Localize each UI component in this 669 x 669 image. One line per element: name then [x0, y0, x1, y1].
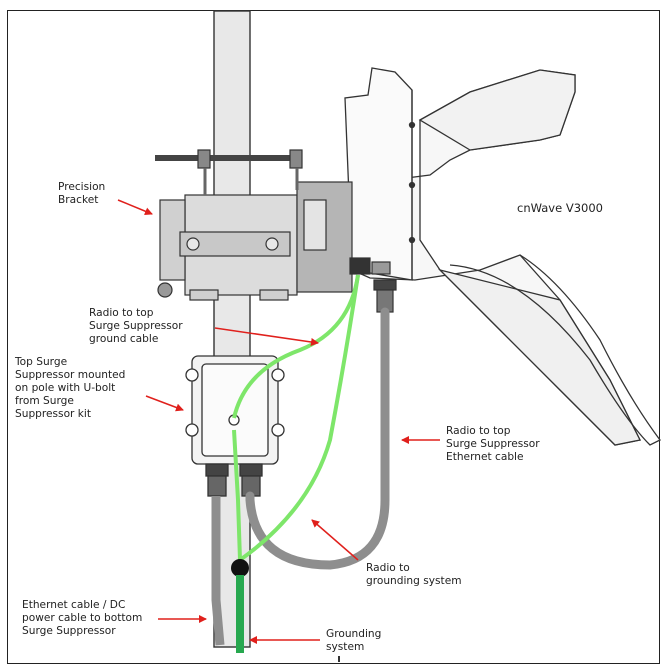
ethernet-cable — [245, 307, 390, 570]
diagram-frame — [7, 10, 660, 664]
ethernet-gland — [373, 279, 397, 313]
arrow-ground-cable — [214, 327, 319, 346]
label-radio-grounding: Radio to grounding system — [366, 562, 462, 587]
label-radio-ethernet: Radio to top Surge Suppressor Ethernet c… — [446, 425, 540, 463]
suppressor-ground-cable — [232, 429, 242, 561]
ground-clamp — [231, 559, 249, 577]
label-arrows — [117, 199, 440, 644]
label-top-surge: Top Surge Suppressor mounted on pole wit… — [15, 356, 126, 420]
ground-cable-to-suppressor — [232, 274, 360, 419]
label-precision-bracket: Precision Bracket — [58, 181, 106, 206]
arrow-precision-bracket — [117, 199, 153, 216]
cnwave-radio — [344, 67, 661, 446]
label-grounding-system: Grounding system — [326, 628, 382, 653]
label-cnwave: cnWave V3000 — [517, 201, 603, 215]
grounding-rod — [236, 575, 244, 653]
label-ethernet-dc: Ethernet cable / DC power cable to botto… — [22, 599, 143, 637]
arrow-radio-grounding — [311, 519, 359, 561]
precision-bracket — [155, 149, 391, 301]
ground-cable-to-grounding — [238, 274, 360, 562]
label-radio-ground-cable: Radio to top Surge Suppressor ground cab… — [89, 307, 183, 345]
ethernet-dc-cable — [211, 496, 225, 646]
arrow-top-surge — [145, 395, 184, 412]
